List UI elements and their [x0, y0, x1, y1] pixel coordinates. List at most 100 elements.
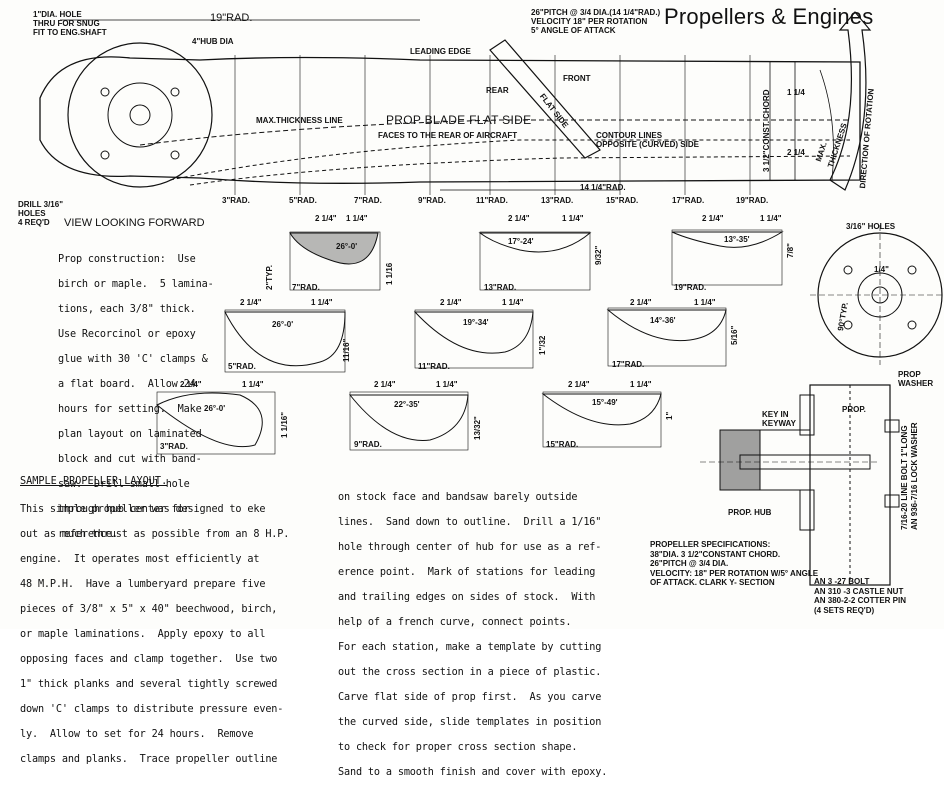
text-line: and trailing edges on sides of stock. Wi… [338, 591, 596, 603]
text-line: the curved side, slide templates in posi… [338, 716, 602, 728]
section-9-angle: 22°-35' [394, 400, 420, 409]
holes-label: 3/16" HOLES [846, 222, 896, 231]
text-line: on stock face and bandsaw barely outside [338, 491, 578, 503]
text-line: out as much thrust as possible from an 8… [20, 528, 290, 540]
section-13-w1: 2 1/4" [508, 214, 530, 223]
section-5-h: 11/16" [342, 338, 351, 362]
specs-line: VELOCITY: 18" PER ROTATION W/5° ANGLE [650, 568, 819, 578]
section-3-angle: 26°-0' [204, 404, 226, 413]
blade-outline [39, 56, 861, 184]
station-label: 7"RAD. [354, 196, 382, 205]
section-5-w2: 1 1/4" [311, 298, 333, 307]
section-7-extra: 2"TYP. [265, 265, 274, 290]
section-11-w2: 1 1/4" [502, 298, 524, 307]
bolt-hole [100, 150, 110, 160]
station-label: 3"RAD. [222, 196, 250, 205]
text-line: birch or maple. 5 lamina- [58, 278, 214, 290]
contour-lines-line2: OPPOSITE (CURVED) SIDE [596, 140, 699, 149]
hardware-line: AN 380-2-2 COTTER PIN [814, 596, 907, 605]
section-11-w1: 2 1/4" [440, 298, 462, 307]
section-19-angle: 13°-35' [724, 235, 750, 244]
section-15-h: 1" [665, 411, 674, 420]
faces-rear-label: FACES TO THE REAR OF AIRCRAFT [378, 131, 518, 140]
section-17-h: 5/16" [730, 325, 739, 345]
section-15-w2: 1 1/4" [630, 380, 652, 389]
section-5-w1: 2 1/4" [240, 298, 262, 307]
layout-column-1: This simple propeller was designed to ek… [20, 491, 289, 779]
radius-19-label: 19"RAD. [210, 12, 253, 24]
pitch-note-line3: 5° ANGLE OF ATTACK [531, 26, 616, 35]
text-line: plan layout on laminated [58, 428, 202, 440]
hardware-line: (4 SETS REQ'D) [814, 605, 875, 615]
hub-dim-label: 1/4" [874, 265, 889, 274]
page-title: Propellers & Engines [664, 4, 874, 29]
section-5 [224, 309, 346, 373]
section-11 [413, 309, 534, 369]
section-9-h: 13/32" [473, 416, 482, 440]
station-label: 13"RAD. [541, 196, 574, 205]
pitch-note-line1: 26"PITCH @ 3/4 DIA.(14 1/4"RAD.) [531, 8, 661, 17]
text-line: a flat board. Allow 24 [58, 378, 196, 390]
station-label: 17"RAD. [672, 196, 705, 205]
text-line: Sand to a smooth finish and cover with e… [338, 766, 608, 778]
construction-text: Prop construction: Use birch or maple. 5… [58, 241, 214, 554]
section-9 [348, 391, 469, 451]
specs-line: OF ATTACK. CLARK Y- SECTION [650, 578, 775, 587]
const-chord-label: 3 1/2"CONST. CHORD [762, 89, 771, 172]
hole-note-line2: THRU FOR SNUG [33, 19, 100, 28]
section-7-h: 1 1/16 [385, 262, 394, 285]
section-17 [606, 307, 727, 367]
technical-drawing [39, 11, 944, 586]
section-9-w2: 1 1/4" [436, 380, 458, 389]
section-17-label: 17"RAD. [612, 360, 645, 369]
hardware-line: AN 3 -27 BOLT [814, 577, 870, 586]
text-line: tions, each 3/8" thick. [58, 303, 196, 315]
text-line: This simple propeller was designed to ek… [20, 503, 266, 515]
max-thickness-line-label: MAX.THICKNESS LINE [256, 116, 343, 125]
drill-note-line3: 4 REQ'D [18, 218, 50, 227]
layout-column-2: on stock face and bandsaw barely outside… [338, 479, 607, 792]
section-17-angle: 14°-36' [650, 316, 676, 325]
radius-1414-label: 14 1/4"RAD. [580, 183, 626, 192]
text-line: glue with 30 'C' clamps & [58, 353, 208, 365]
text-line: down 'C' clamps to distribute pressure e… [20, 703, 284, 715]
text-line: hours for setting. Make [58, 403, 202, 415]
section-11-label: 11"RAD. [418, 362, 450, 371]
section-3-w1: 2 1/4" [180, 380, 202, 389]
shaft-hole [129, 104, 151, 126]
prop-washer-line1: PROP [898, 370, 921, 379]
hardware-line: AN 310 -3 CASTLE NUT [814, 586, 904, 596]
text-line: opposing faces and clamp together. Use t… [20, 653, 278, 665]
text-line: help of a french curve, connect points. [338, 616, 572, 628]
section-11-h: 1"/32 [538, 335, 547, 355]
text-line: Prop construction: Use [58, 253, 196, 265]
section-13-w2: 1 1/4" [562, 214, 584, 223]
bolt-note: 7/16-20 LINE BOLT 1"LONG [900, 425, 909, 530]
leading-edge-label: LEADING EDGE [410, 47, 471, 56]
key-line1: KEY IN [762, 410, 789, 419]
rear-label: REAR [486, 86, 509, 95]
propeller-specifications: PROPELLER SPECIFICATIONS: 38"DIA. 3 1/2"… [650, 540, 818, 588]
specs-line: PROPELLER SPECIFICATIONS: [650, 540, 771, 549]
text-line: hole through center of hub for use as a … [338, 541, 602, 553]
section-19-w1: 2 1/4" [702, 214, 724, 223]
dim-114-label: 1 1/4 [787, 88, 805, 97]
contour-line [189, 155, 851, 186]
washer-note: AN 936-7/16 LOCK WASHER [910, 422, 919, 530]
key-line2: KEYWAY [762, 419, 796, 428]
text-line: block and cut with band- [58, 453, 202, 465]
prop-hub-label: PROP. HUB [728, 508, 772, 517]
drawing-sheet: Propellers & Engines 19"RAD. 1"DIA. HOLE… [18, 4, 944, 778]
contour-line [169, 139, 850, 181]
text-line: erence point. Mark of stations for leadi… [338, 566, 596, 578]
layout-heading: SAMPLE PROPELLER LAYOUT. [20, 476, 168, 487]
section-19-label: 19"RAD. [674, 283, 707, 292]
front-label: FRONT [563, 74, 591, 83]
contour-lines-line1: CONTOUR LINES [596, 131, 663, 140]
hole-note-line1: 1"DIA. HOLE [33, 10, 82, 19]
section-17-w1: 2 1/4" [630, 298, 652, 307]
section-5-angle: 26°-0' [272, 320, 294, 329]
station-label: 5"RAD. [289, 196, 317, 205]
hole-note-line3: FIT TO ENG.SHAFT [33, 28, 107, 37]
text-line: For each station, make a template by cut… [338, 641, 602, 653]
